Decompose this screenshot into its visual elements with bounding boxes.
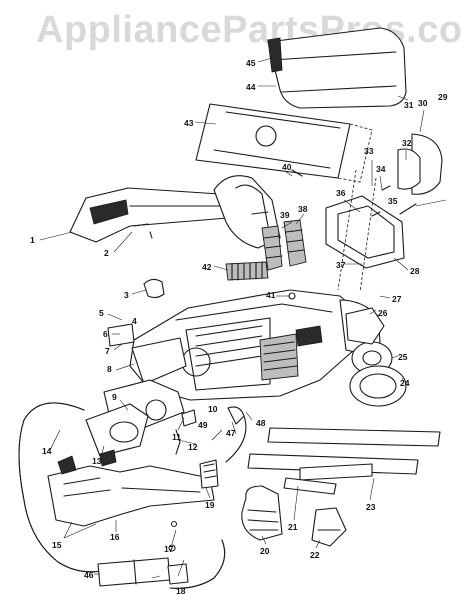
callout-3: 3 — [124, 290, 129, 300]
handle-part — [69, 175, 281, 249]
callout-34: 34 — [376, 164, 386, 174]
callout-20: 20 — [260, 546, 270, 556]
callout-38: 38 — [298, 204, 308, 214]
callout-12: 12 — [188, 442, 198, 452]
callout-18: 18 — [176, 586, 186, 596]
callout-45: 45 — [246, 58, 256, 68]
callout-26: 26 — [378, 308, 388, 318]
callout-28: 28 — [410, 266, 420, 276]
wand-part — [97, 557, 189, 587]
callout-21: 21 — [288, 522, 298, 532]
filter-part — [225, 261, 269, 281]
callout-1: 1 — [30, 235, 35, 245]
callout-48: 48 — [256, 418, 266, 428]
callout-47: 47 — [226, 428, 236, 438]
callout-35: 35 — [388, 196, 398, 206]
callout-2: 2 — [104, 248, 109, 258]
hardware-part — [107, 169, 417, 552]
callout-5: 5 — [99, 308, 104, 318]
base-part — [47, 403, 215, 527]
callout-19: 19 — [205, 500, 215, 510]
callout-22: 22 — [310, 550, 320, 560]
callout-labels: 1 2 3 4 5 6 7 8 9 10 11 12 13 14 15 16 1… — [30, 58, 448, 596]
callout-49: 49 — [198, 420, 208, 430]
callout-46: 46 — [84, 570, 94, 580]
callout-14: 14 — [42, 446, 52, 456]
leader-lines — [39, 57, 447, 579]
callout-36: 36 — [336, 188, 346, 198]
callout-4: 4 — [132, 316, 137, 326]
callout-29: 29 — [438, 92, 448, 102]
callout-30: 30 — [418, 98, 428, 108]
filter-door-part — [261, 133, 443, 271]
callout-27: 27 — [392, 294, 402, 304]
hose-part — [18, 402, 226, 589]
callout-31: 31 — [404, 100, 414, 110]
callout-24: 24 — [400, 378, 410, 388]
callout-43: 43 — [184, 118, 194, 128]
callout-8: 8 — [107, 364, 112, 374]
callout-17: 17 — [164, 544, 174, 554]
callout-33: 33 — [364, 146, 374, 156]
callout-41: 41 — [266, 290, 276, 300]
callout-42: 42 — [202, 262, 212, 272]
callout-7: 7 — [105, 346, 110, 356]
callout-11: 11 — [172, 432, 181, 442]
callout-13: 13 — [92, 456, 102, 466]
callout-32: 32 — [402, 138, 412, 148]
callout-25: 25 — [398, 352, 408, 362]
callout-10: 10 — [208, 404, 218, 414]
callout-44: 44 — [246, 82, 256, 92]
callout-40: 40 — [282, 162, 292, 172]
dust-bag-part — [195, 103, 373, 183]
bag-cover-part — [267, 27, 407, 109]
callout-16: 16 — [110, 532, 120, 542]
motor-part — [345, 307, 407, 407]
callout-15: 15 — [52, 540, 62, 550]
callout-9: 9 — [112, 392, 117, 402]
callout-6: 6 — [103, 329, 108, 339]
attachment-tools-part — [241, 427, 441, 547]
callout-39: 39 — [280, 210, 290, 220]
callout-23: 23 — [366, 502, 376, 512]
callout-37: 37 — [336, 260, 346, 270]
